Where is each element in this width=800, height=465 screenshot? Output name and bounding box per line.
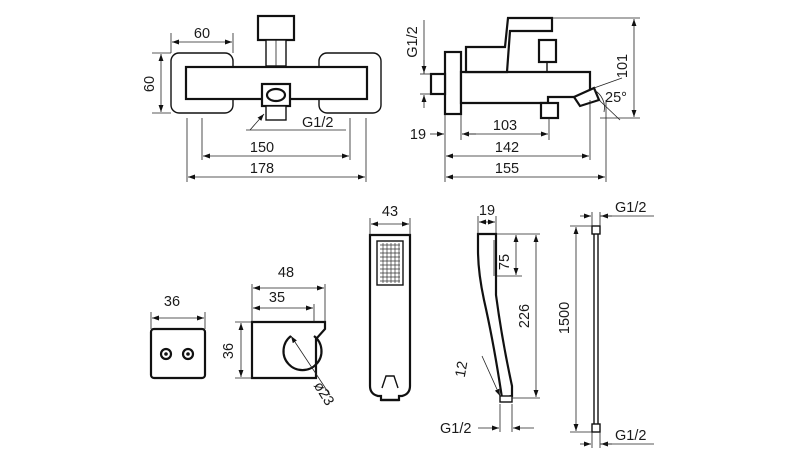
dim-spout-142: 142	[495, 140, 519, 156]
dim-holder-height: 36	[221, 343, 237, 359]
side-body	[459, 70, 592, 105]
hand-shower-body	[368, 233, 412, 402]
side-handle	[464, 16, 554, 74]
dim-shower-total-length: 226	[517, 304, 533, 328]
dim-hose-length: 1500	[557, 302, 573, 334]
shower-nozzles	[380, 243, 400, 283]
shower-side-body	[476, 232, 514, 400]
dim-holder-inner: 35	[269, 290, 285, 306]
dim-wall-offset: 19	[410, 127, 426, 143]
side-knob	[537, 38, 558, 64]
wall-plate-screw-left	[159, 347, 173, 361]
side-inlet	[429, 72, 447, 96]
holder-cradle	[282, 335, 323, 372]
holder-view: 48 35 36 ø23	[221, 265, 337, 409]
dim-hose-bottom-thread: G1/2	[615, 428, 646, 444]
dim-spout-103: 103	[493, 118, 517, 134]
dim-overall-width: 178	[250, 161, 274, 177]
dim-spout-angle: 25°	[605, 90, 627, 106]
dim-shower-head-length: 75	[497, 254, 513, 270]
wall-plate-screw-right	[181, 347, 195, 361]
side-wall-plate	[443, 50, 463, 116]
dim-side-thread: G1/2	[405, 26, 421, 57]
holder-body	[250, 320, 327, 380]
hose-top-nut	[591, 225, 601, 235]
dim-shower-side-width: 19	[479, 203, 495, 219]
wall-plate-body	[149, 327, 207, 380]
shower-head-face	[376, 240, 404, 286]
outlet-connector	[265, 105, 287, 121]
dim-side-height: 101	[615, 54, 631, 78]
dim-front-thread: G1/2	[302, 115, 333, 131]
dim-front-width: 60	[194, 26, 210, 42]
dim-center-distance: 150	[250, 140, 274, 156]
wall-plate-view: 36	[149, 294, 207, 380]
dim-holder-outer: 48	[278, 265, 294, 281]
dim-shower-handle: 12	[453, 360, 472, 379]
dim-plate-width: 36	[164, 294, 180, 310]
dim-holder-bore: ø23	[310, 379, 337, 409]
dim-hose-top-thread: G1/2	[615, 200, 646, 216]
dim-shower-width: 43	[382, 204, 398, 220]
handle-lever	[256, 14, 296, 42]
side-bottom-connector	[539, 101, 560, 120]
dim-spout-155: 155	[495, 161, 519, 177]
dim-front-height: 60	[142, 76, 158, 92]
front-view: 60 60 G1/2 150 178	[142, 14, 382, 182]
hand-shower-front-view: 43	[368, 204, 412, 402]
hose-bottom-nut	[591, 423, 601, 433]
hose-view: 1500 G1/2 G1/2	[557, 200, 654, 448]
side-view: G1/2 101 25° 19 103 142 155	[405, 16, 640, 182]
hand-shower-side-view: 19 75 226 12 G1/2	[440, 203, 540, 437]
dim-shower-thread: G1/2	[440, 421, 471, 437]
outlet-aerator	[265, 87, 287, 103]
